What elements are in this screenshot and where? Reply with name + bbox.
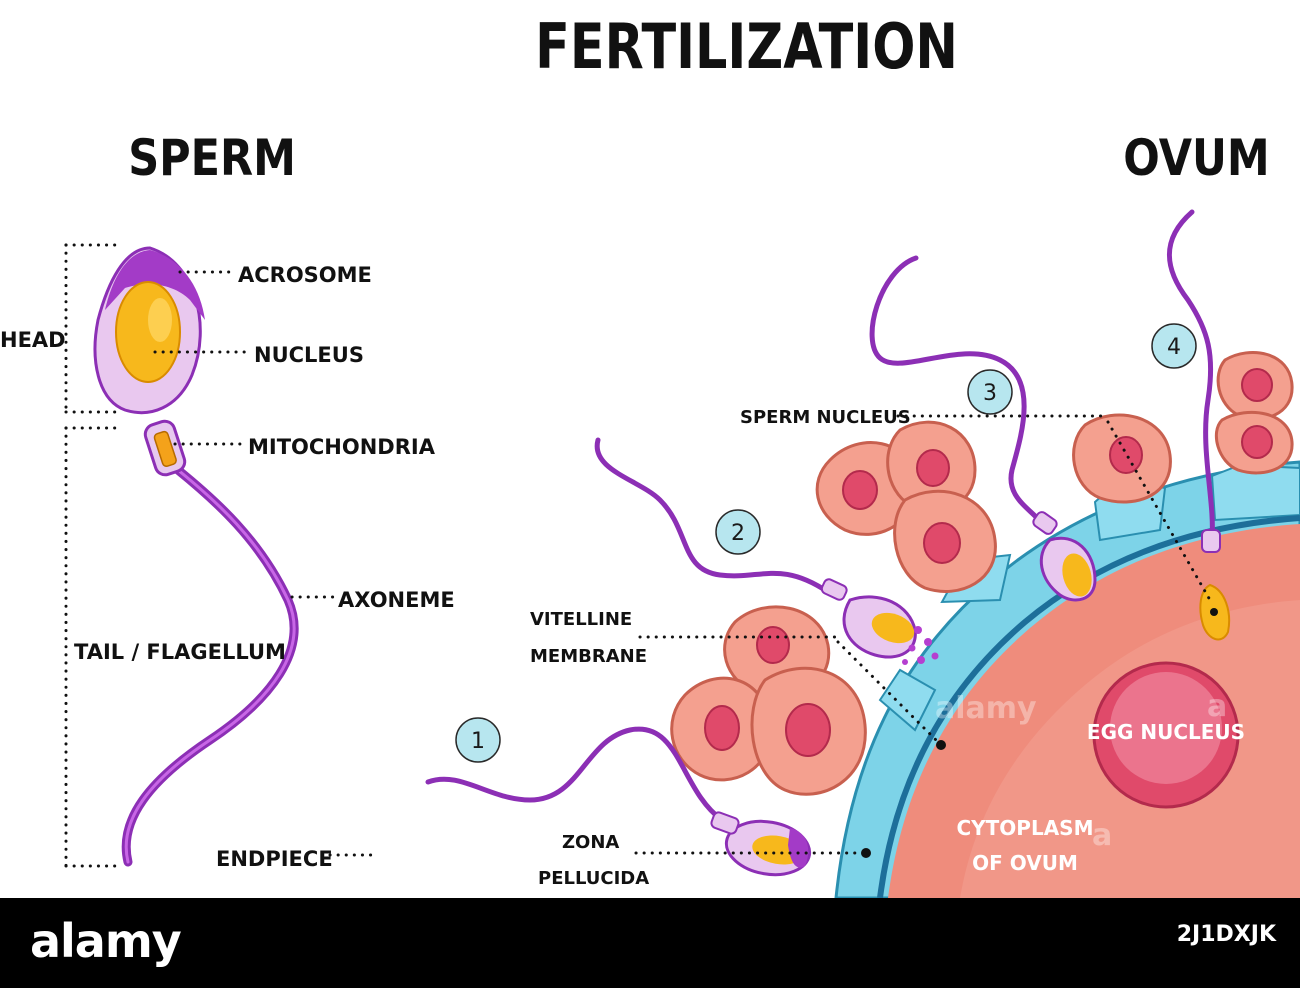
acrosome-label: ACROSOME [238,263,372,287]
sperm-section-title: SPERM [128,129,296,187]
approaching-sperm-3 [869,255,1097,602]
sperm-tail-shape [121,465,299,867]
step-markers: 1 2 3 4 [455,323,1197,763]
step-3: 3 [983,381,997,406]
sperm-nucleus-label: SPERM NUCLEUS [740,407,911,428]
corona-cells [670,351,1294,796]
watermark-a-mark-2: a [1092,818,1112,853]
sperm-leader-lines [64,243,380,868]
nucleus-label: NUCLEUS [254,343,364,367]
egg-nucleus-label: EGG NUCLEUS [1087,720,1245,744]
image-id: 2J1DXJK [1176,922,1276,947]
axoneme-label: AXONEME [338,588,455,612]
watermark-logo-overlay: alamy [935,691,1037,726]
corona-cell-nuclei [704,368,1273,757]
ovum-section-title: OVUM [1123,129,1269,187]
zona-label-line2: PELLUCIDA [538,868,649,889]
endpiece-label: ENDPIECE [216,847,333,871]
alamy-logo: alamy [30,914,182,968]
main-title: FERTILIZATION [535,11,958,83]
step-2: 2 [731,521,745,546]
tail-flagellum-label: TAIL / FLAGELLUM [74,640,286,664]
sperm-illustration [93,246,299,867]
vitelline-label-line1: VITELLINE [530,609,632,630]
ovum-leader-lines [634,414,1212,858]
cytoplasm-shape [888,524,1300,898]
mitochondria-label: MITOCHONDRIA [248,435,436,459]
vitelline-label-line2: MEMBRANE [530,646,647,667]
sperm-nucleus-shape [115,281,181,383]
step-1: 1 [471,729,485,754]
approaching-sperm-2 [594,437,939,665]
cytoplasm-label-line1: CYTOPLASM [957,816,1094,840]
mitochondria-shape [153,430,177,467]
head-label: HEAD [0,328,66,352]
approaching-sperm-1 [425,726,812,877]
watermark-footer: alamy 2J1DXJK [0,898,1300,988]
ovum-illustration [425,209,1300,900]
watermark-a-mark: a [1207,689,1227,724]
step-4: 4 [1167,335,1181,360]
zona-label-line1: ZONA [562,832,619,853]
cytoplasm-label-line2: OF OVUM [972,851,1078,875]
acrosome-shape [105,250,205,320]
